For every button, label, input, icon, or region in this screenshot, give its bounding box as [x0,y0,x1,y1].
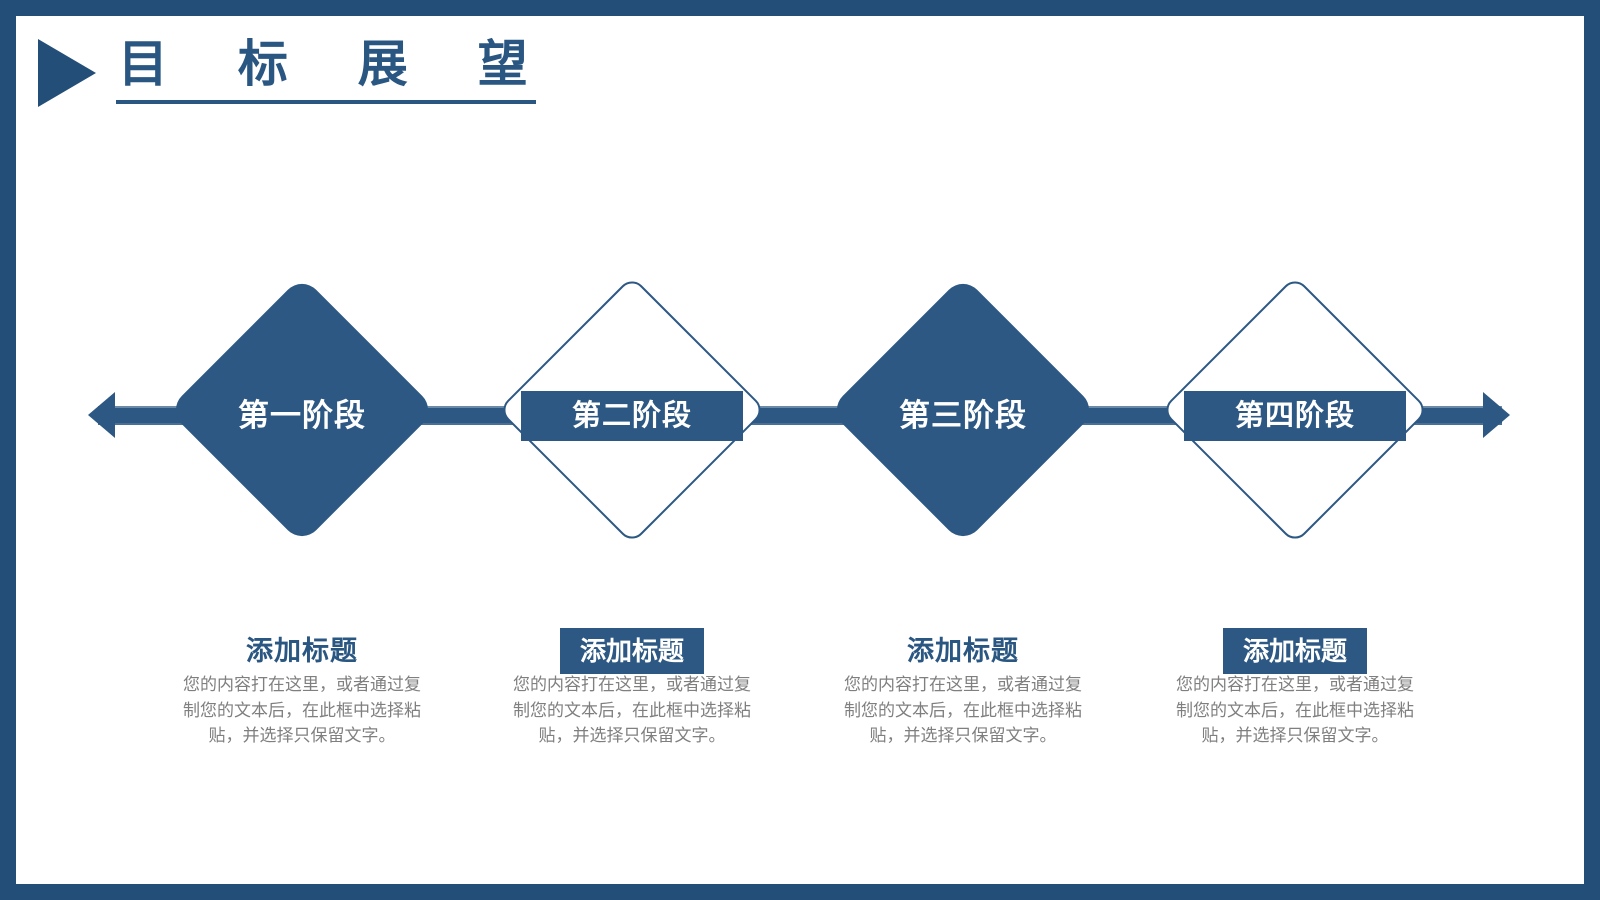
stage-1-description: 您的内容打在这里，或者通过复制您的文本后，在此框中选择粘贴，并选择只保留文字。 [183,675,421,745]
stage-2-description: 您的内容打在这里，或者通过复制您的文本后，在此框中选择粘贴，并选择只保留文字。 [513,675,751,745]
stage-4-label: 第四阶段 [1184,391,1406,441]
timeline-line [98,406,1502,425]
stage-4-description: 您的内容打在这里，或者通过复制您的文本后，在此框中选择粘贴，并选择只保留文字。 [1176,675,1414,745]
stage-3-label: 第三阶段 [899,398,1027,433]
page-title: 目 标 展 望 [116,36,536,104]
stage-2-label: 第二阶段 [521,391,743,441]
stage-4-heading: 添加标题 [1223,628,1367,674]
stage-4: 第四阶段 添加标题 您的内容打在这里，或者通过复制您的文本后，在此框中选择粘贴，… [1130,270,1460,770]
arrow-left-icon [88,392,115,438]
stage-2: 第二阶段 添加标题 您的内容打在这里，或者通过复制您的文本后，在此框中选择粘贴，… [467,270,797,770]
stage-3-heading: 添加标题 [907,636,1019,666]
title-triangle-icon [38,39,96,107]
stage-1-label: 第一阶段 [238,398,366,433]
stage-3: 第三阶段 添加标题 您的内容打在这里，或者通过复制您的文本后，在此框中选择粘贴，… [798,270,1128,770]
arrow-right-icon [1483,392,1510,438]
stage-2-heading: 添加标题 [560,628,704,674]
stage-1: 第一阶段 添加标题 您的内容打在这里，或者通过复制您的文本后，在此框中选择粘贴，… [137,270,467,770]
stage-1-heading: 添加标题 [246,636,358,666]
stage-3-description: 您的内容打在这里，或者通过复制您的文本后，在此框中选择粘贴，并选择只保留文字。 [844,675,1082,745]
